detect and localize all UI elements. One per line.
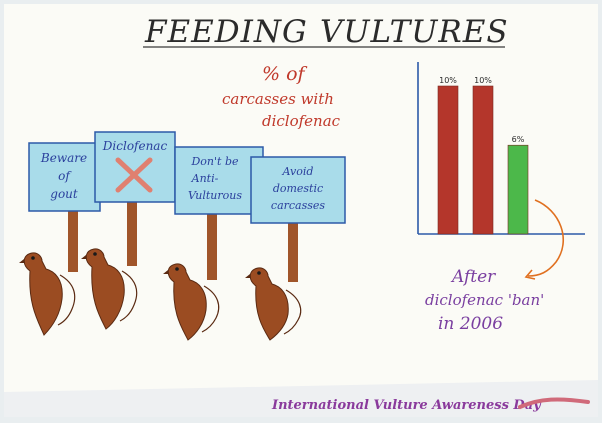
sign-text: Avoid xyxy=(282,165,314,178)
sign-stick xyxy=(288,222,298,282)
sign-text: of xyxy=(58,169,72,183)
sign-text: Anti- xyxy=(191,172,219,185)
annotation-line3: in 2006 xyxy=(438,314,503,334)
annotation: After diclofenac 'ban' in 2006 xyxy=(425,267,544,334)
sign-avoid-domestic-carcasses xyxy=(250,156,346,224)
annotation-arrow xyxy=(527,199,565,277)
title-word-vultures: VULTURES xyxy=(320,14,509,50)
annotation-line1: After xyxy=(450,267,496,287)
chart-heading: % of carcasses with diclofenac xyxy=(222,63,341,130)
sign-text: Vulturous xyxy=(188,189,242,202)
sign-dont-be-anti-vulturous xyxy=(174,146,264,215)
title: FEEDING VULTURES xyxy=(143,14,509,50)
chart-heading-line1: % of xyxy=(262,63,308,85)
sign-text: Beware xyxy=(40,151,87,165)
footer-scribble xyxy=(518,397,590,409)
bar xyxy=(472,85,494,235)
chart-heading-line2: carcasses with xyxy=(222,90,334,108)
chart-heading-line3: diclofenac xyxy=(262,112,341,130)
bar xyxy=(437,85,459,235)
annotation-line2: diclofenac 'ban' xyxy=(425,291,544,309)
bar-chart: 10% 10% 6% xyxy=(417,62,585,235)
sign-text: carcasses xyxy=(271,199,325,212)
footer: International Vulture Awareness Day xyxy=(271,397,590,413)
vulture-icon xyxy=(19,252,76,336)
sign-text: domestic xyxy=(273,182,323,195)
bar-value-label: 10% xyxy=(474,76,492,85)
paper-shadow xyxy=(4,380,598,417)
vulture-icon xyxy=(163,263,220,341)
sign-stick xyxy=(68,210,78,272)
bar-value-label: 10% xyxy=(439,76,457,85)
sign-stick xyxy=(207,212,217,280)
title-word-feeding: FEEDING xyxy=(144,14,308,50)
sign-text: Don't be xyxy=(190,155,239,168)
bar-value-label: 6% xyxy=(512,135,525,144)
arrow-head-icon xyxy=(524,269,536,280)
sign-text: gout xyxy=(50,187,78,201)
protest-signs: Beware of gout Diclofenac Don't be Anti-… xyxy=(19,131,346,341)
sign-stick xyxy=(127,200,137,266)
vulture-icon xyxy=(81,248,138,330)
vulture-icon xyxy=(245,267,302,341)
bar xyxy=(507,144,529,235)
footer-text: International Vulture Awareness Day xyxy=(271,398,542,413)
sign-text: Diclofenac xyxy=(102,139,168,153)
sign-beware-of-gout xyxy=(28,142,101,212)
cross-mark-icon xyxy=(115,157,153,193)
